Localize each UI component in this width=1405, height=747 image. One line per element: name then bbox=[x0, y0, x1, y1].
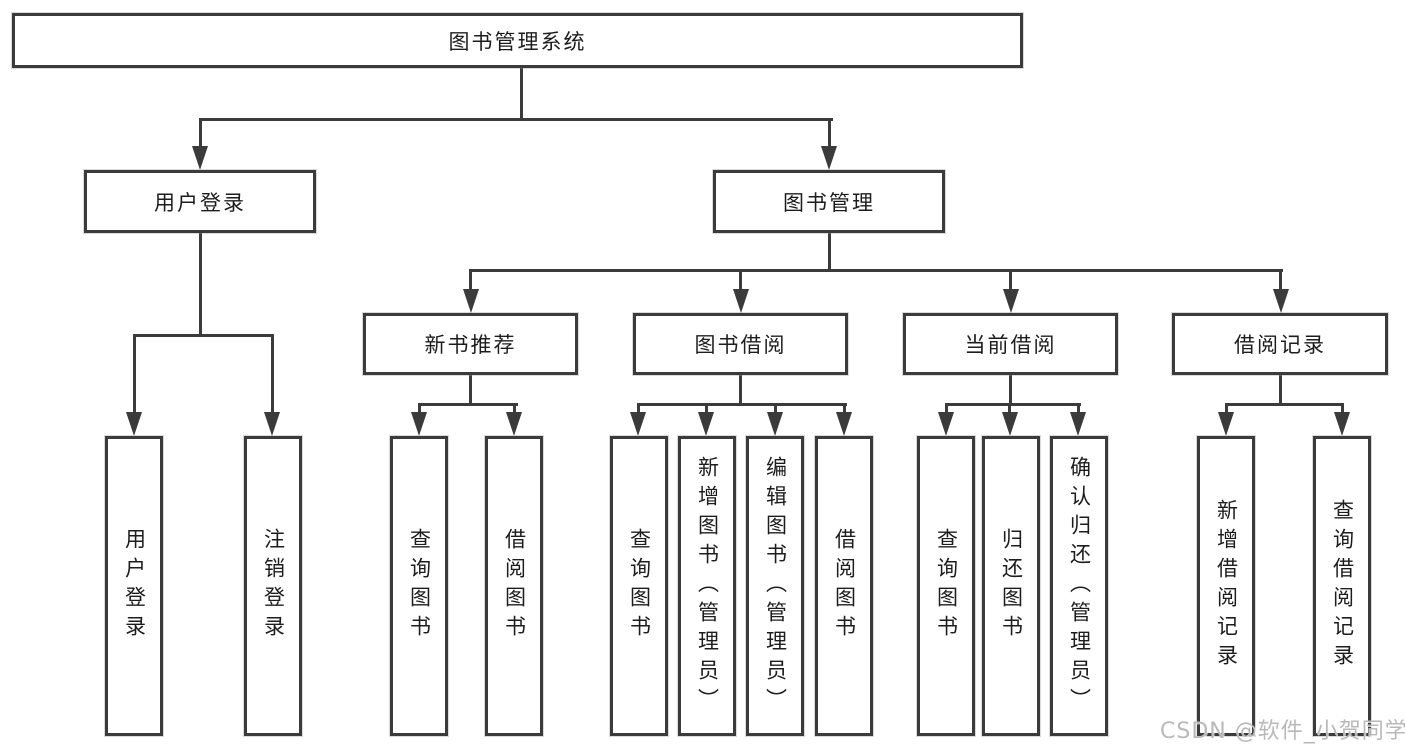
leaf-query-books-recommend: 查询图书 bbox=[390, 436, 448, 736]
arrowhead-down-icon bbox=[1218, 412, 1234, 436]
connector-line bbox=[1279, 269, 1282, 293]
connector-line bbox=[637, 403, 847, 406]
leaf-return-books: 归还图书 bbox=[982, 436, 1040, 736]
connector-line bbox=[1225, 403, 1344, 406]
arrowhead-down-icon bbox=[411, 412, 427, 436]
connector-line bbox=[418, 403, 518, 406]
arrowhead-down-icon bbox=[630, 412, 646, 436]
arrowhead-down-icon bbox=[1273, 289, 1289, 313]
arrowhead-down-icon bbox=[1002, 412, 1018, 436]
node-book-borrowing: 图书借阅 bbox=[633, 313, 848, 375]
connector-line bbox=[133, 334, 273, 337]
connector-line bbox=[469, 375, 472, 406]
connector-line bbox=[945, 403, 948, 415]
connector-line bbox=[739, 269, 742, 293]
connector-line bbox=[469, 269, 472, 293]
connector-line bbox=[199, 118, 202, 152]
connector-line bbox=[637, 403, 640, 415]
node-book-management-branch: 图书管理 bbox=[713, 170, 945, 233]
arrowhead-down-icon bbox=[767, 412, 783, 436]
leaf-label: 用户登录 bbox=[122, 528, 147, 644]
connector-line bbox=[739, 375, 742, 406]
connector-line bbox=[469, 269, 1283, 272]
leaf-logout: 注销登录 bbox=[244, 436, 302, 736]
connector-line bbox=[828, 233, 831, 272]
leaf-label: 新增图书（管理员） bbox=[695, 455, 720, 717]
leaf-borrow-books: 借阅图书 bbox=[815, 436, 873, 736]
leaf-add-borrow-record: 新增借阅记录 bbox=[1197, 436, 1255, 736]
leaf-label: 借阅图书 bbox=[832, 528, 857, 644]
arrowhead-down-icon bbox=[733, 289, 749, 313]
connector-line bbox=[705, 403, 708, 415]
node-borrowing-records: 借阅记录 bbox=[1172, 313, 1388, 375]
connector-line bbox=[843, 403, 846, 415]
connector-line bbox=[1009, 269, 1012, 293]
arrowhead-down-icon bbox=[1003, 289, 1019, 313]
connector-line bbox=[1341, 403, 1344, 415]
arrowhead-down-icon bbox=[126, 412, 142, 436]
connector-line bbox=[774, 403, 777, 415]
connector-line bbox=[418, 403, 421, 415]
leaf-edit-books-admin: 编辑图书（管理员） bbox=[746, 436, 804, 736]
leaf-label: 新增借阅记录 bbox=[1214, 499, 1239, 673]
connector-line bbox=[271, 334, 274, 415]
connector-line bbox=[133, 334, 136, 415]
arrowhead-down-icon bbox=[821, 146, 837, 170]
connector-line bbox=[945, 403, 1081, 406]
leaf-label: 借阅图书 bbox=[502, 528, 527, 644]
connector-line bbox=[1279, 375, 1282, 406]
connector-line bbox=[513, 403, 516, 415]
node-new-book-recommend: 新书推荐 bbox=[363, 313, 578, 375]
leaf-label: 查询借阅记录 bbox=[1330, 499, 1355, 673]
leaf-query-borrow-record: 查询借阅记录 bbox=[1313, 436, 1371, 736]
leaf-label: 查询图书 bbox=[407, 528, 432, 644]
node-current-borrowing: 当前借阅 bbox=[903, 313, 1118, 375]
arrowhead-down-icon bbox=[463, 289, 479, 313]
node-root-library-management-system: 图书管理系统 bbox=[12, 13, 1023, 68]
arrowhead-down-icon bbox=[506, 412, 522, 436]
leaf-confirm-return-admin: 确认归还（管理员） bbox=[1050, 436, 1108, 736]
leaf-add-books-admin: 新增图书（管理员） bbox=[678, 436, 736, 736]
connector-line bbox=[1009, 375, 1012, 406]
leaf-user-login: 用户登录 bbox=[105, 436, 163, 736]
connector-line bbox=[199, 118, 833, 121]
leaf-borrow-books-recommend: 借阅图书 bbox=[485, 436, 543, 736]
node-user-login-branch: 用户登录 bbox=[84, 170, 316, 233]
connector-line bbox=[828, 118, 831, 152]
arrowhead-down-icon bbox=[1334, 412, 1350, 436]
leaf-label: 编辑图书（管理员） bbox=[763, 455, 788, 717]
leaf-query-books-borrowing: 查询图书 bbox=[610, 436, 668, 736]
connector-line bbox=[1077, 403, 1080, 415]
arrowhead-down-icon bbox=[836, 412, 852, 436]
connector-line bbox=[1008, 403, 1011, 415]
leaf-label: 查询图书 bbox=[934, 528, 959, 644]
arrowhead-down-icon bbox=[192, 146, 208, 170]
leaf-label: 确认归还（管理员） bbox=[1067, 455, 1092, 717]
leaf-label: 归还图书 bbox=[999, 528, 1024, 644]
arrowhead-down-icon bbox=[264, 412, 280, 436]
csdn-watermark: CSDN @软件_小贺同学 bbox=[1160, 719, 1405, 744]
connector-line bbox=[199, 233, 202, 336]
connector-line bbox=[520, 68, 523, 120]
leaf-query-books-current: 查询图书 bbox=[917, 436, 975, 736]
leaf-label: 注销登录 bbox=[261, 528, 286, 644]
arrowhead-down-icon bbox=[1070, 412, 1086, 436]
arrowhead-down-icon bbox=[698, 412, 714, 436]
arrowhead-down-icon bbox=[938, 412, 954, 436]
leaf-label: 查询图书 bbox=[627, 528, 652, 644]
connector-line bbox=[1225, 403, 1228, 415]
